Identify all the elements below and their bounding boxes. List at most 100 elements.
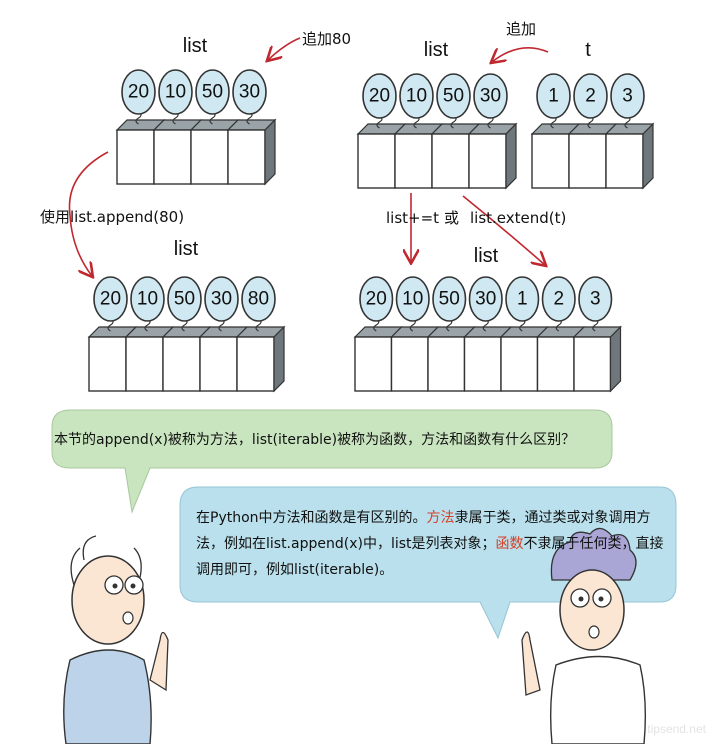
element-balloon (362, 73, 397, 119)
element-value: 30 (475, 289, 496, 310)
answer-part-1: 在Python中方法和函数是有区别的。 (196, 510, 427, 526)
element-balloon (536, 73, 571, 119)
element-balloon (93, 276, 128, 322)
list-cell (568, 133, 607, 189)
element-balloon (130, 276, 165, 322)
list-cell (463, 336, 502, 392)
element-balloon (505, 276, 540, 322)
right-character (521, 527, 647, 744)
list-cell (125, 336, 164, 392)
element-balloon (432, 276, 467, 322)
element-value: 20 (100, 289, 121, 310)
list-cell (427, 336, 466, 392)
list-cell (500, 336, 539, 392)
element-value: 20 (366, 289, 387, 310)
left-character (63, 535, 169, 744)
bottom-left-title: list (174, 238, 199, 260)
element-value: 2 (553, 289, 564, 310)
append-label: 使用list.append(80) (40, 208, 184, 226)
element-balloon (204, 276, 239, 322)
list-cell (394, 133, 433, 189)
element-value: 50 (174, 289, 195, 310)
top-left-list: 20 10 50 30 (115, 69, 277, 186)
element-value: 80 (248, 289, 269, 310)
container-side-face (642, 122, 654, 190)
element-balloon (241, 276, 276, 322)
bottom-right-title: list (474, 245, 499, 267)
element-value: 30 (239, 82, 260, 103)
element-value: 50 (202, 82, 223, 103)
element-balloon (436, 73, 471, 119)
list-cell (573, 336, 612, 392)
list-cell (116, 129, 155, 185)
question-bubble (51, 409, 613, 514)
answer-part-3: 不隶属于任何类，直接调用即可，例如list(iterable)。 (196, 536, 664, 578)
top-right-t: 1 2 3 (530, 73, 655, 190)
element-value: 10 (137, 289, 158, 310)
top-right-list: 20 10 50 30 (356, 73, 518, 190)
extend-flow-arrow (462, 195, 545, 265)
element-value: 20 (128, 82, 149, 103)
extend-label: list.extend(t) (470, 209, 566, 227)
or-label: 或 (444, 209, 459, 227)
element-value: 20 (369, 86, 390, 107)
top-left-title: list (183, 35, 208, 57)
list-cell (468, 133, 507, 189)
container-side-face (609, 325, 622, 393)
element-value: 10 (406, 86, 427, 107)
list-cell (431, 133, 470, 189)
bottom-right-list: 20 10 50 30 1 2 3 (353, 276, 622, 393)
element-value: 3 (622, 86, 633, 107)
element-value: 1 (548, 86, 559, 107)
answer-method-word: 方法 (426, 510, 455, 526)
container-side-face (264, 118, 276, 186)
element-value: 10 (402, 289, 423, 310)
top-right-t-title: t (585, 39, 591, 61)
list-cell (88, 336, 127, 392)
container-side-face (273, 325, 285, 393)
element-balloon (473, 73, 508, 119)
element-balloon (610, 73, 645, 119)
answer-part-2: 隶属于类，通过类或对象调用方法，例如在list.append(x)中，list是… (196, 510, 651, 552)
list-cell (153, 129, 192, 185)
element-balloon (167, 276, 202, 322)
plus-equals-label: list+=t (386, 209, 439, 227)
container-side-face (505, 122, 517, 190)
question-text: 本节的append(x)被称为方法，list(iterable)被称为函数，方法… (54, 432, 576, 448)
element-value: 3 (590, 289, 601, 310)
element-value: 1 (517, 289, 528, 310)
list-cell (162, 336, 201, 392)
element-value: 10 (165, 82, 186, 103)
list-cell (531, 133, 570, 189)
watermark: tipsend.net (647, 722, 706, 736)
element-balloon (158, 69, 193, 115)
list-cell (357, 133, 396, 189)
element-balloon (359, 276, 394, 322)
element-value: 2 (585, 86, 596, 107)
element-balloon (468, 276, 503, 322)
answer-text: 在Python中方法和函数是有区别的。方法隶属于类，通过类或对象调用方法，例如在… (196, 505, 666, 583)
answer-function-word: 函数 (495, 536, 524, 552)
top-right-list-title: list (424, 39, 449, 61)
extend-note-arrow (492, 46, 549, 62)
element-balloon (121, 69, 156, 115)
list-cell (236, 336, 275, 392)
element-balloon (195, 69, 230, 115)
list-cell (354, 336, 393, 392)
element-value: 30 (480, 86, 501, 107)
element-balloon (541, 276, 576, 322)
element-balloon (395, 276, 430, 322)
element-balloon (578, 276, 613, 322)
top-right-note: 追加 (506, 20, 536, 38)
list-cell (227, 129, 266, 185)
list-cell (190, 129, 229, 185)
element-balloon (573, 73, 608, 119)
answer-bubble (179, 486, 677, 640)
element-value: 50 (439, 289, 460, 310)
list-cell (536, 336, 575, 392)
append-note-arrow (268, 37, 301, 60)
list-cell (390, 336, 429, 392)
element-value: 50 (443, 86, 464, 107)
